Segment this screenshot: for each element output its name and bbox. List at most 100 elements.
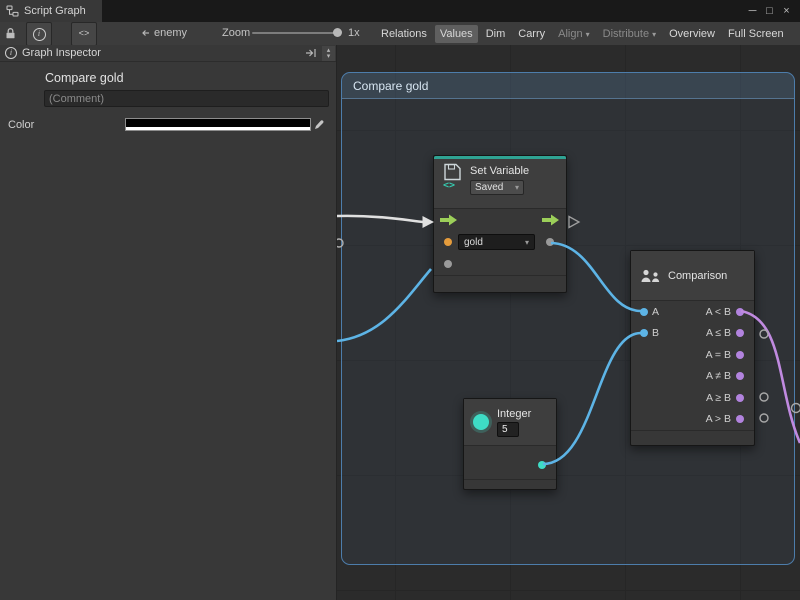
- graph-target[interactable]: enemy: [140, 22, 187, 44]
- node-footer: [464, 479, 556, 491]
- chevron-down-icon: ▾: [524, 237, 529, 247]
- close-icon[interactable]: ×: [783, 5, 790, 17]
- dock-icon[interactable]: [305, 48, 317, 58]
- output-label: A > B: [705, 413, 731, 426]
- zoom-slider[interactable]: [252, 22, 342, 44]
- carry-button[interactable]: Carry: [518, 28, 546, 40]
- graph-title: Compare gold: [45, 71, 124, 85]
- color-swatch[interactable]: [125, 118, 311, 131]
- variable-name-input-port[interactable]: [444, 238, 452, 246]
- zoom-value: 1x: [348, 27, 360, 39]
- group-header[interactable]: Compare gold: [342, 73, 794, 99]
- flow-row: [434, 209, 566, 231]
- node-footer: [631, 430, 754, 447]
- integer-output-port[interactable]: [538, 461, 546, 469]
- output-label: A ≥ B: [705, 391, 731, 404]
- code-icon: <>: [78, 29, 90, 39]
- variable-kind-dropdown[interactable]: Saved ▾: [470, 180, 524, 195]
- toolbar: i <> enemy Zoom 1x Relations Values Dim …: [0, 22, 800, 46]
- back-arrow-icon: [142, 30, 149, 36]
- integer-header[interactable]: Integer 5: [464, 399, 556, 445]
- graph-inspector-panel: i Graph Inspector ▴ ▾ Compare gold Color: [0, 45, 337, 600]
- output-a-gte-b-port[interactable]: [736, 393, 744, 402]
- target-label: enemy: [154, 27, 188, 39]
- group-title: Compare gold: [353, 78, 429, 93]
- info-icon: i: [32, 27, 46, 41]
- relations-button[interactable]: Relations: [381, 28, 427, 40]
- chevron-down-icon[interactable]: ▾: [326, 52, 331, 60]
- comparison-row: B A ≤ B: [631, 323, 754, 345]
- chevron-up-icon[interactable]: ▴: [326, 46, 331, 54]
- node-comparison[interactable]: Comparison A A < B B A ≤ B A = B A ≠ B: [630, 250, 755, 446]
- code-view-button[interactable]: <>: [71, 22, 97, 46]
- svg-text:<>: <>: [443, 180, 455, 189]
- zoom-slider-knob[interactable]: [333, 28, 342, 37]
- zoom-label: Zoom: [222, 27, 251, 39]
- comment-input[interactable]: [44, 90, 329, 107]
- output-a-lte-b-port[interactable]: [736, 329, 744, 338]
- output-a-neq-b-port[interactable]: [736, 372, 744, 381]
- comparison-row: A ≥ B: [631, 387, 754, 409]
- set-variable-header[interactable]: <> Set Variable Saved ▾: [434, 159, 566, 208]
- inspector-header-title: Graph Inspector: [22, 47, 101, 59]
- output-a-eq-b-port[interactable]: [736, 350, 744, 359]
- input-a-port[interactable]: [640, 307, 648, 316]
- node-title: Integer: [497, 407, 532, 420]
- eyedropper-icon[interactable]: [313, 118, 326, 131]
- fullscreen-button[interactable]: Full Screen: [727, 28, 784, 40]
- values-button[interactable]: Values: [434, 25, 478, 43]
- node-title: Set Variable: [470, 165, 530, 177]
- toolbar-buttons: Relations Values Dim Carry Align▾ Distri…: [376, 22, 789, 44]
- output-label: A ≤ B: [705, 327, 731, 340]
- inspector-header[interactable]: i Graph Inspector ▴ ▾: [0, 45, 336, 62]
- integer-icon: [473, 414, 489, 430]
- node-integer[interactable]: Integer 5: [463, 398, 557, 490]
- color-alpha-bar: [126, 127, 310, 130]
- flow-input-port[interactable]: [440, 214, 457, 226]
- window-controls: ─ □ ×: [744, 5, 800, 17]
- minimize-icon[interactable]: ─: [748, 5, 757, 17]
- chevron-down-icon: ▾: [652, 29, 657, 39]
- output-label: A = B: [705, 348, 731, 361]
- input-b-port[interactable]: [640, 329, 648, 338]
- chevron-down-icon: ▾: [585, 29, 590, 39]
- value-output-port[interactable]: [546, 238, 554, 246]
- integer-body: [464, 445, 556, 479]
- color-swatch-value: [126, 119, 310, 127]
- output-label: A ≠ B: [705, 370, 731, 383]
- comparison-row: A A < B: [631, 301, 754, 323]
- comparison-row: A ≠ B: [631, 366, 754, 388]
- save-variable-icon: <>: [443, 163, 461, 189]
- output-a-gt-b-port[interactable]: [736, 415, 744, 424]
- scroll-stepper[interactable]: ▴ ▾: [322, 46, 335, 61]
- chevron-down-icon: ▾: [514, 183, 519, 192]
- inspector-toggle-button[interactable]: i: [26, 22, 52, 46]
- tab-script-graph[interactable]: Script Graph: [0, 0, 102, 22]
- flow-output-port[interactable]: [542, 214, 559, 226]
- tab-title: Script Graph: [24, 5, 86, 17]
- input-b-label: B: [652, 327, 660, 340]
- script-graph-icon: [6, 5, 19, 17]
- color-field-row: Color: [0, 118, 336, 134]
- maximize-icon[interactable]: □: [766, 5, 773, 17]
- lock-icon[interactable]: [4, 22, 17, 44]
- integer-value-field[interactable]: 5: [497, 421, 519, 437]
- input-a-label: A: [652, 305, 660, 318]
- graph-canvas[interactable]: Compare gold <> Set Variable Sa: [337, 45, 800, 600]
- overview-button[interactable]: Overview: [669, 28, 715, 40]
- color-label: Color: [8, 119, 35, 131]
- dim-button[interactable]: Dim: [485, 28, 506, 40]
- node-title: Comparison: [668, 269, 728, 282]
- node-footer: [434, 275, 566, 291]
- distribute-button[interactable]: Distribute▾: [602, 28, 657, 40]
- node-set-variable[interactable]: <> Set Variable Saved ▾: [433, 155, 567, 293]
- zoom-slider-track[interactable]: [252, 28, 342, 37]
- comparison-row: A > B: [631, 409, 754, 431]
- titlebar: Script Graph ─ □ ×: [0, 0, 800, 22]
- output-a-lt-b-port[interactable]: [736, 307, 744, 316]
- variable-name-dropdown[interactable]: gold ▾: [458, 234, 535, 250]
- value-input-port[interactable]: [444, 260, 452, 268]
- comparison-header[interactable]: Comparison: [631, 251, 754, 300]
- variable-row: gold ▾: [434, 231, 566, 253]
- align-button[interactable]: Align▾: [558, 28, 590, 40]
